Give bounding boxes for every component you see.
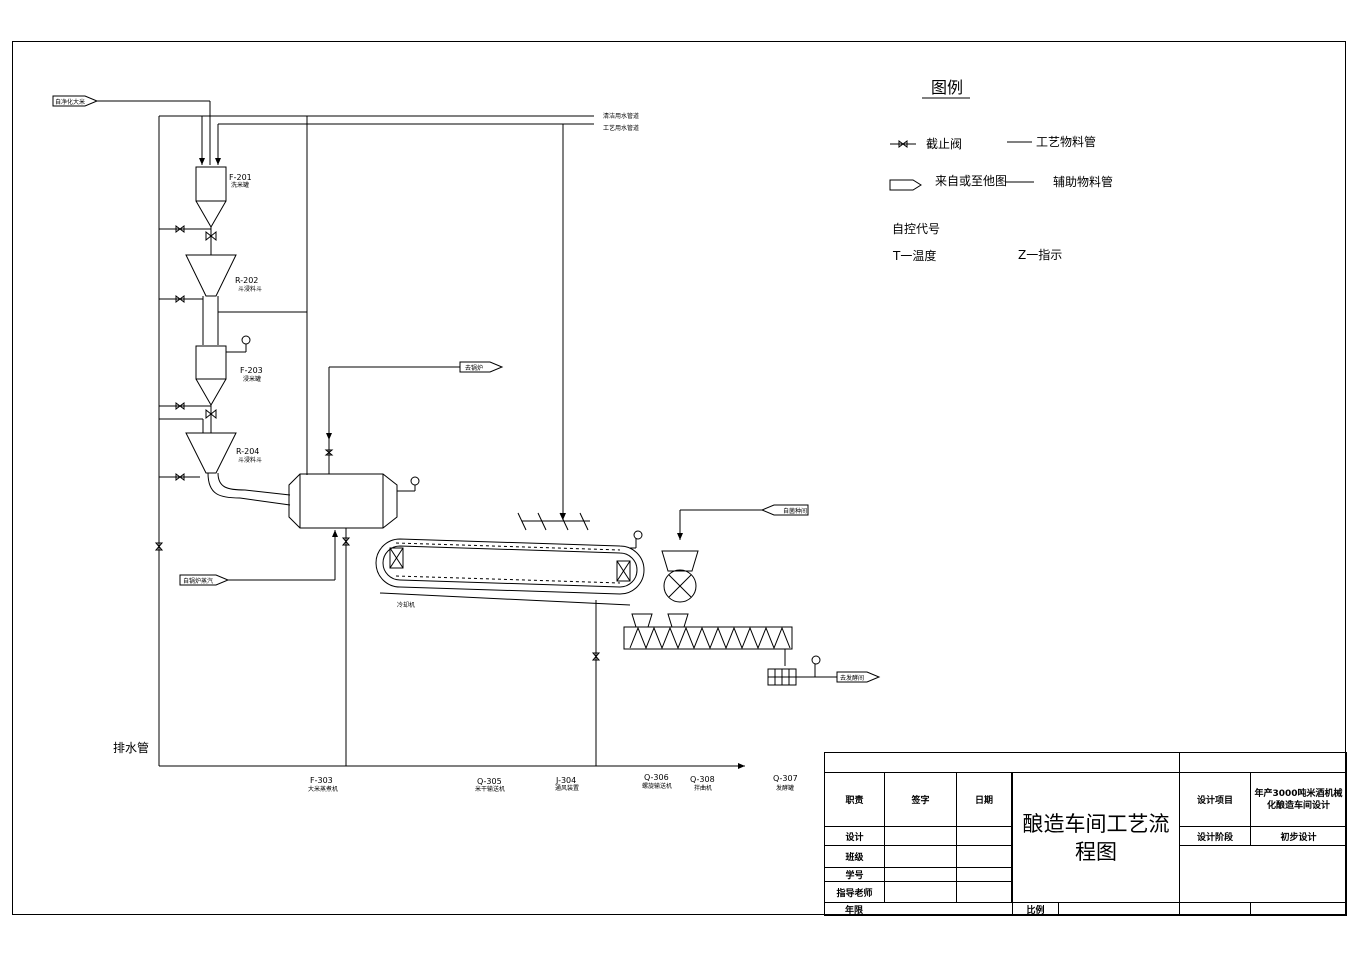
f201-name: 洗米罐 (231, 181, 249, 189)
drawing-title: 酿造车间工艺流程图 (1012, 772, 1180, 903)
tb-top-right (1179, 752, 1347, 773)
f203-tank (195, 345, 227, 380)
legend-from-arrow: 来自或至他图 (935, 174, 1007, 188)
rotary-feeder (663, 569, 697, 603)
f203-code: F-203 (240, 366, 263, 375)
tb-project-label: 设计项目 (1179, 772, 1251, 827)
tb-stage-value: 初步设计 (1250, 826, 1347, 846)
r202-name: 斗浸料斗 (238, 285, 262, 293)
cooling-belt (375, 538, 645, 595)
f203-name: 浸米罐 (243, 375, 261, 383)
cooler-label: 冷却机 (397, 601, 415, 609)
legend-control-title: 自控代号 (892, 222, 940, 236)
tb-student-sign (884, 867, 957, 882)
r204-name: 斗浸料斗 (238, 456, 262, 464)
bottom-name-4: 拌曲机 (694, 784, 712, 792)
r202-hopper (185, 254, 237, 297)
tb-stage-label: 设计阶段 (1179, 826, 1251, 846)
from-boiler-label: 自锅炉蒸汽 (183, 577, 213, 585)
tb-student-date (956, 867, 1012, 882)
inlet-arrow (52, 95, 99, 107)
bottom-name-1: 米干输送机 (475, 785, 505, 793)
bottom-name-2: 通风装置 (555, 784, 579, 792)
f201-code: F-201 (229, 173, 252, 182)
tb-scale: 比例 (1012, 902, 1059, 916)
tb-advisor-date (956, 881, 1012, 903)
tb-date: 日期 (956, 772, 1012, 827)
tb-design: 设计 (824, 826, 885, 846)
to-ferment-label: 去发酵间 (840, 674, 864, 682)
steamer (288, 473, 398, 529)
tb-bottom-right-b (1250, 902, 1347, 916)
legend-temp: T一温度 (892, 248, 936, 263)
legend-aux-line: 辅助物料管 (1053, 174, 1113, 189)
r204-hopper (185, 432, 237, 474)
tb-advisor: 指导老师 (824, 881, 885, 903)
tb-scale-value (1058, 902, 1180, 916)
tb-class-date (956, 845, 1012, 868)
bottom-code-0: F-303 (310, 776, 333, 785)
tb-bottom-right-a (1179, 902, 1251, 916)
tb-class: 班级 (824, 845, 885, 868)
legend-indicate: Z一指示 (1018, 247, 1062, 262)
tb-sign: 签字 (884, 772, 957, 827)
tb-role: 职责 (824, 772, 885, 827)
tb-design-sign (884, 826, 957, 846)
bottom-code-5: Q-307 (773, 774, 798, 783)
tb-advisor-sign (884, 881, 957, 903)
tb-class-sign (884, 845, 957, 868)
bottom-code-3: Q-306 (644, 773, 669, 782)
bottom-name-0: 大米蒸煮机 (308, 785, 338, 793)
top-line-1-label: 清洁用水管道 (603, 112, 639, 120)
screw-conveyor (623, 626, 793, 650)
tb-design-date (956, 826, 1012, 846)
r204-code: R-204 (236, 447, 259, 456)
bottom-name-5: 发酵罐 (776, 784, 794, 792)
f201-tank (195, 166, 227, 202)
legend-process-line: 工艺物料管 (1036, 134, 1096, 149)
drain-label: 排水管 (113, 740, 149, 755)
tb-empty-right (1179, 845, 1347, 903)
top-line-2-label: 工艺用水管道 (603, 124, 639, 132)
to-boiler-label: 去锅炉 (465, 364, 483, 372)
bottom-code-4: Q-308 (690, 775, 715, 784)
r202-code: R-202 (235, 276, 258, 285)
bottom-code-1: Q-305 (477, 777, 502, 786)
tb-year: 年限 (824, 902, 1013, 916)
tb-student-id: 学号 (824, 867, 885, 882)
legend-valve: 截止阀 (926, 137, 962, 151)
drawing-frame (12, 41, 1346, 915)
tb-project-value: 年产3000吨米酒机械化酿造车间设计 (1250, 772, 1347, 827)
inlet-label: 自净化大米 (55, 98, 85, 106)
from-koji-label: 自菌种间 (783, 507, 807, 515)
tb-top-left (824, 752, 1180, 773)
bottom-code-2: J-304 (555, 776, 576, 785)
legend-title: 图例 (931, 78, 963, 97)
bottom-name-3: 螺旋输送机 (642, 782, 672, 790)
